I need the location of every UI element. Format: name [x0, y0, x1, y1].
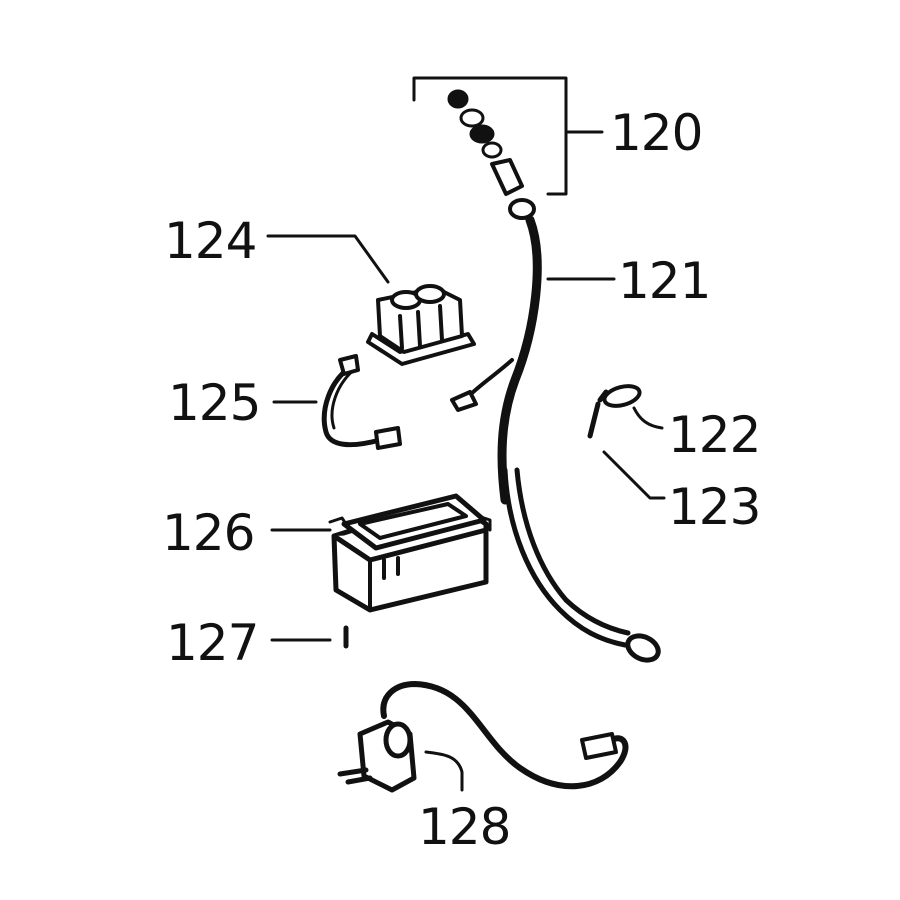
part-122-clip [597, 384, 664, 430]
callout-123: 123 [668, 478, 760, 536]
callout-122: 122 [668, 406, 760, 464]
part-120-connector-terminals [412, 76, 604, 220]
callout-121: 121 [618, 252, 710, 310]
bracket-120 [412, 76, 568, 196]
ring-terminal [625, 633, 661, 663]
terminal-stack [447, 89, 536, 220]
part-128-coil-assembly [337, 681, 629, 793]
leader-124 [266, 234, 390, 284]
leader-123 [602, 450, 666, 500]
callout-128: 128 [418, 798, 510, 856]
part-121-wire-harness [450, 215, 661, 663]
part-126-battery-box [270, 493, 492, 613]
part-123-screw [587, 401, 666, 500]
harness-outer [502, 467, 628, 648]
leader-122 [632, 406, 664, 430]
branch-terminal [450, 390, 478, 412]
callout-120: 120 [610, 104, 702, 162]
part-127-pin [270, 625, 349, 649]
part-124-relay-block [266, 234, 476, 366]
callout-125: 125 [168, 374, 260, 432]
callout-124: 124 [164, 212, 256, 270]
part-125-jumper-wire [272, 354, 402, 450]
leader-128 [424, 750, 464, 792]
harness-branch [468, 358, 514, 397]
callout-126: 126 [162, 504, 254, 562]
harness-inner [514, 467, 631, 636]
harness-upper [497, 215, 542, 505]
callout-127: 127 [166, 614, 258, 672]
